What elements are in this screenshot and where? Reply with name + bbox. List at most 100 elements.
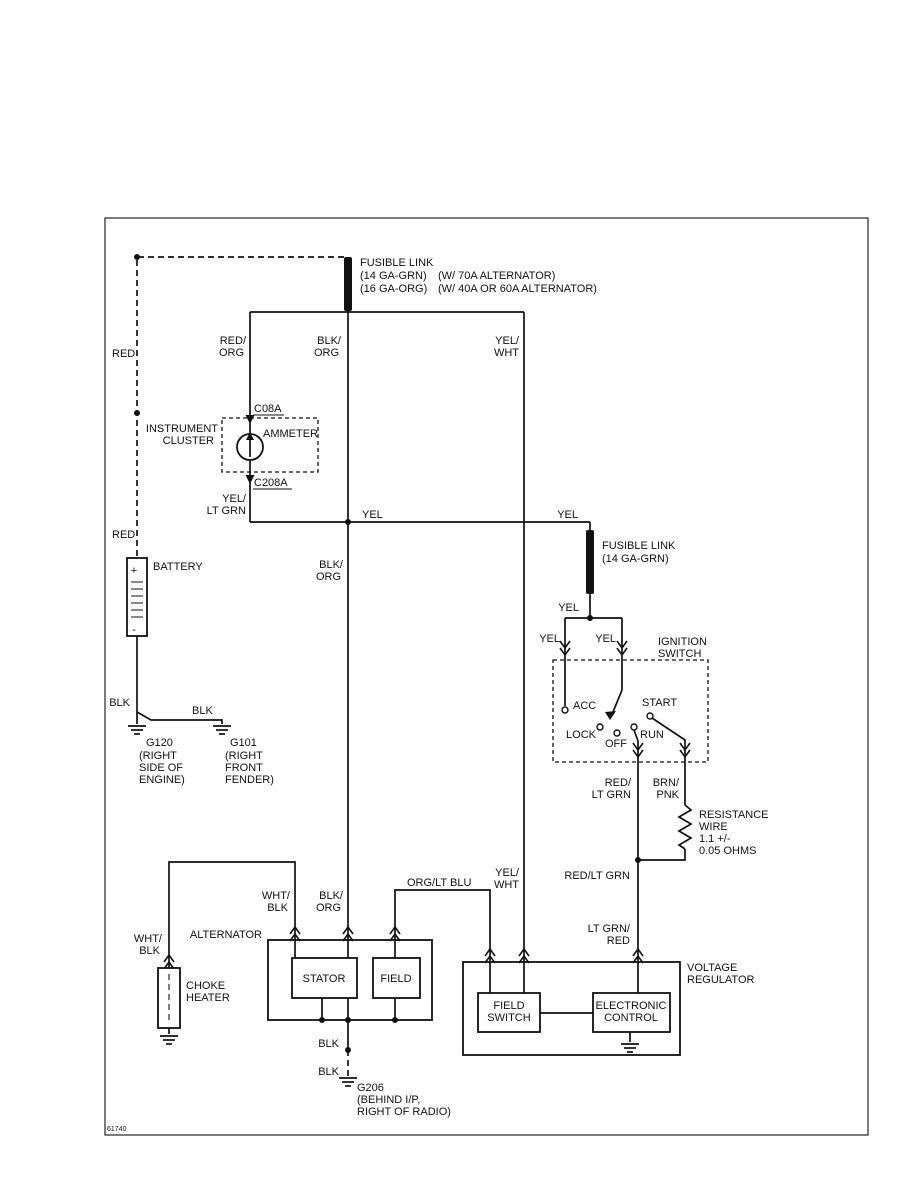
ignition-switch-label-2: SWITCH [658, 648, 701, 660]
wire-label-lt-grn-red-2: RED [607, 935, 630, 947]
battery-plates [131, 581, 143, 618]
figure-number: 61740 [107, 1126, 127, 1133]
wire-label-blk-org-alt-2: ORG [316, 902, 341, 914]
wire-label-red-upper: RED [112, 348, 135, 360]
ammeter-needle-arrowhead [246, 432, 254, 440]
ground-g206-location-1: (BEHIND I/P, [357, 1094, 420, 1106]
ignition-position-lock: LOCK [566, 729, 597, 741]
wire-label-blk-g206: BLK [318, 1066, 339, 1078]
ground-g101-location-2: FRONT [225, 762, 263, 774]
alternator-label: ALTERNATOR [190, 929, 262, 941]
ignition-contact-acc [561, 706, 569, 714]
wire-label-yel-after-link: YEL [558, 602, 579, 614]
battery-label: BATTERY [153, 561, 203, 573]
fusible-link-main-note-70a: (W/ 70A ALTERNATOR) [438, 270, 555, 282]
ground-symbol-g206 [338, 1077, 358, 1087]
wire-label-wht-blk-alt-2: BLK [267, 902, 288, 914]
voltage-regulator-box [462, 961, 681, 1056]
voltage-regulator-label-2: REGULATOR [687, 974, 754, 986]
wire-label-org-lt-blu: ORG/LT BLU [407, 877, 471, 889]
ground-g120-location-3: ENGINE) [139, 774, 185, 786]
wire-label-yel-wht-upper-2: WHT [494, 347, 519, 359]
wire-label-blk-org-alt-1: BLK/ [319, 890, 344, 902]
wire-brn-pnk-resistance [638, 717, 693, 861]
ignition-position-run: RUN [640, 729, 664, 741]
electronic-control-label-1: ELECTRONIC [596, 1000, 667, 1012]
wire-label-red-lower: RED [112, 529, 135, 541]
wire-label-red-org-2: ORG [219, 347, 244, 359]
ground-label-g120: G120 [146, 737, 173, 749]
wire-wht-blk [168, 861, 296, 968]
choke-heater-label-2: HEATER [186, 992, 230, 1004]
ground-g206-location-2: RIGHT OF RADIO) [357, 1106, 451, 1118]
ground-g101-location-3: FENDER) [225, 774, 274, 786]
connector-label-c208a: C208A [254, 477, 288, 489]
field-switch-box [477, 992, 541, 1033]
ground-g120-location-1: (RIGHT [139, 750, 177, 762]
battery-negative-mark: - [132, 624, 136, 636]
instrument-cluster-box [221, 417, 319, 473]
ground-g101-location-1: (RIGHT [225, 750, 263, 762]
wire-label-yel-lt-grn-2: LT GRN [207, 505, 246, 517]
resistance-wire-label-2: WIRE [699, 821, 728, 833]
battery-positive-mark: + [131, 565, 137, 577]
instrument-cluster-label-2: CLUSTER [163, 435, 214, 447]
wire-label-brn-pnk-2: PNK [656, 789, 679, 801]
resistance-wire-label-3: 1.1 +/- [699, 833, 731, 845]
ignition-contact-off [613, 729, 621, 737]
wire-label-yel-bus-left: YEL [362, 509, 383, 521]
wire-org-lt-blu [394, 889, 491, 993]
ignition-switch-box [552, 659, 709, 763]
wire-ignition-branches [564, 617, 623, 706]
fusible-link-ignition-name: FUSIBLE LINK [602, 540, 676, 552]
fusible-link-ignition-gauge: (14 GA-GRN) [602, 553, 669, 565]
field-box [372, 957, 421, 999]
junction-red-splice [134, 410, 140, 416]
connector-arrow-c08a [245, 415, 255, 424]
wire-label-blk-org-mid-2: ORG [316, 571, 341, 583]
wire-label-blk-org-mid-1: BLK/ [319, 559, 344, 571]
voltage-regulator-label-1: VOLTAGE [687, 962, 737, 974]
wire-label-blk-battery: BLK [109, 697, 130, 709]
ignition-position-off: OFF [605, 738, 627, 750]
fusible-link-main-gauge-70a: (14 GA-GRN) [360, 270, 427, 282]
alternator-box [267, 939, 433, 1021]
wire-label-blk-to-g101: BLK [192, 705, 213, 717]
wire-label-wht-blk-choke-2: BLK [139, 945, 160, 957]
wire-label-red-lt-grn-1: RED/ [605, 777, 632, 789]
wire-label-red-org-1: RED/ [220, 335, 247, 347]
fusible-link-main-note-40-60a: (W/ 40A OR 60A ALTERNATOR) [438, 283, 597, 295]
choke-heater-label-1: CHOKE [186, 980, 225, 992]
ground-symbol-g101 [212, 725, 232, 735]
wire-label-yel-branch-left: YEL [539, 633, 560, 645]
wire-label-yel-wht-upper-1: YEL/ [495, 335, 520, 347]
connector-arrow-c208a [245, 475, 255, 484]
ignition-contact-lock [596, 723, 604, 731]
wire-label-brn-pnk-1: BRN/ [653, 777, 680, 789]
stator-label: STATOR [303, 973, 346, 985]
ignition-switch-arm [612, 689, 623, 713]
instrument-cluster-label-1: INSTRUMENT [146, 423, 218, 435]
wire-label-blk-alternator-ground: BLK [318, 1038, 339, 1050]
wire-alternator-internal-ground [321, 998, 396, 1020]
junction-yel-bus [345, 519, 351, 525]
ground-label-g206: G206 [357, 1082, 384, 1094]
field-label: FIELD [380, 973, 411, 985]
wire-label-blk-org-upper-2: ORG [314, 347, 339, 359]
ignition-contact-run [630, 723, 638, 731]
ground-symbol-choke [159, 1035, 179, 1045]
ignition-switch-label-1: IGNITION [658, 636, 707, 648]
field-switch-label-2: SWITCH [487, 1012, 530, 1024]
stator-box [291, 957, 358, 999]
diagram-border [104, 217, 869, 1136]
ignition-position-acc: ACC [573, 700, 596, 712]
wire-label-lt-grn-red-1: LT GRN/ [588, 923, 631, 935]
wire-label-wht-blk-alt-1: WHT/ [262, 890, 291, 902]
wire-red-lt-grn-run [633, 729, 639, 993]
junction-resistance-wire [635, 857, 641, 863]
ground-g120-location-2: SIDE OF [139, 762, 183, 774]
wire-label-wht-blk-choke-1: WHT/ [134, 933, 163, 945]
junction-top-left [134, 254, 140, 260]
ignition-arm-arrowhead [605, 711, 616, 720]
